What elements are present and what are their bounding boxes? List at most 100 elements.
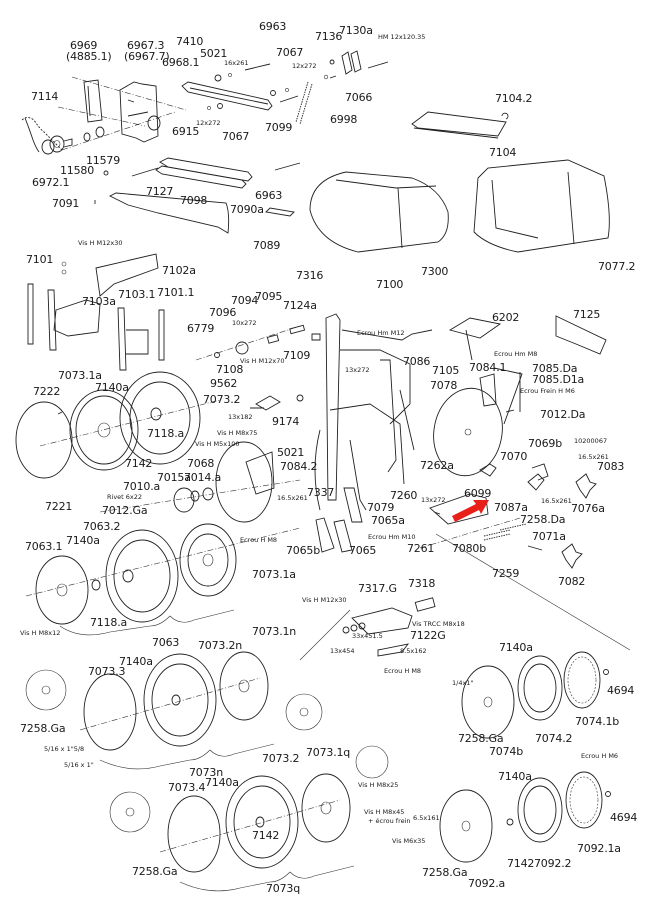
label-vis-m5x100: Vis H M5x100 xyxy=(195,440,240,448)
knob-7083 xyxy=(576,474,596,498)
label-6-5x161: 6.5x161 xyxy=(413,814,440,822)
label-11579: 11579 xyxy=(86,154,120,167)
label-7104-2: 7104.2 xyxy=(495,92,533,105)
red-arrow-indicator xyxy=(452,500,489,522)
label-7082: 7082 xyxy=(558,575,586,588)
label-7014-a: 7014.a xyxy=(184,471,222,484)
plate-7122g xyxy=(378,644,408,656)
label-7069b: 7069b xyxy=(528,437,562,450)
label-7261: 7261 xyxy=(407,542,435,555)
label-7118a-2: 7118.a xyxy=(90,616,128,629)
label-7101: 7101 xyxy=(26,253,54,266)
detail-hub-right-b xyxy=(356,746,388,778)
label-7076a: 7076a xyxy=(571,502,605,515)
pin-6963b xyxy=(275,163,300,170)
bar-7317-g xyxy=(352,608,412,634)
label-7073q: 7073q xyxy=(266,882,300,895)
label-7124a: 7124a xyxy=(283,299,317,312)
label-7300: 7300 xyxy=(421,265,449,278)
brace-7073n xyxy=(100,744,274,769)
spring-6998 xyxy=(296,82,312,124)
label-6915: 6915 xyxy=(172,125,200,138)
label-7086: 7086 xyxy=(403,355,431,368)
label-12x272: 12x272 xyxy=(292,62,317,70)
label-5021: 5021 xyxy=(200,47,228,60)
bolt-7012-da xyxy=(506,410,514,412)
label-7092-1a: 7092.1a xyxy=(577,842,621,855)
label-7140a-5: 7140a xyxy=(205,776,239,789)
plate-7073-3 xyxy=(84,674,136,750)
label-7136: 7136 xyxy=(315,30,343,43)
label-7063: 7063 xyxy=(152,636,180,649)
label-vis-m12x70: Vis H M12x70 xyxy=(240,357,285,365)
label-7099: 7099 xyxy=(265,121,293,134)
label-7073-1a-b: 7073.1a xyxy=(252,568,296,581)
bracket-7130a xyxy=(342,51,361,74)
label-7410: 7410 xyxy=(176,35,204,48)
springs-7259 xyxy=(484,524,526,540)
label-7260: 7260 xyxy=(390,489,418,502)
label-ecrou-m6: Ecrou H M6 xyxy=(581,752,619,760)
label-ecrou-m8: Ecrou Hm M8 xyxy=(494,350,538,358)
clip-7104-2 xyxy=(502,113,508,119)
label-16-5x261c: 16.5x261 xyxy=(541,497,572,505)
label-6963: 6963 xyxy=(259,20,287,33)
label-6967-3: 6967.3 xyxy=(127,39,165,52)
wheel-7073-1q xyxy=(302,774,350,842)
label-7130a: 7130a xyxy=(339,24,373,37)
label-7258-ga-1: 7258.Ga xyxy=(20,722,66,735)
label-7258-ga-4: 7258.Ga xyxy=(422,866,468,879)
label-7142: 7142 xyxy=(125,457,153,470)
label-ecrou-frein-m6: Ecrou Frein H M6 xyxy=(520,387,575,395)
brace-7063 xyxy=(60,610,234,635)
label-13x272: 13x272 xyxy=(345,366,370,374)
detail-hub-left-b xyxy=(110,792,150,832)
label-7142b: 7142 xyxy=(252,829,280,842)
label-7073-1n: 7073.1n xyxy=(252,625,297,638)
tire-7073-2n xyxy=(144,654,216,746)
label-ecrou-m8b: Ecrou H M8 xyxy=(240,536,278,544)
detail-hub-left xyxy=(26,670,66,710)
label-7073-2b: 7073.2 xyxy=(262,752,300,765)
label-7065: 7065 xyxy=(349,544,377,557)
clip-7124a xyxy=(312,334,320,340)
label-ecrou-frein: + écrou frein xyxy=(368,817,411,825)
label-7140a-3: 7140a xyxy=(119,655,153,668)
label-7083: 7083 xyxy=(597,460,625,473)
label-7087a: 7087a xyxy=(494,501,528,514)
bolt-hm12 xyxy=(368,62,388,68)
label-6972-1: 6972.1 xyxy=(32,176,70,189)
label-16x261: 16x261 xyxy=(224,59,249,67)
label-7065b: 7065b xyxy=(286,544,320,557)
wheel-7073-1a-b xyxy=(180,524,236,596)
label-7114: 7114 xyxy=(31,90,59,103)
clip-7089 xyxy=(266,208,294,216)
lever-7109 xyxy=(250,396,280,410)
plate-7073-4 xyxy=(168,796,220,872)
label-6202: 6202 xyxy=(492,311,520,324)
label-7127: 7127 xyxy=(146,185,174,198)
label-7102a: 7102a xyxy=(162,264,196,277)
label-7067b: 7067 xyxy=(222,130,250,143)
label-7100: 7100 xyxy=(376,278,404,291)
label-7108: 7108 xyxy=(216,363,244,376)
label-7015a: 7015a xyxy=(157,471,191,484)
label-7318: 7318 xyxy=(408,577,436,590)
label-7118a-1: 7118.a xyxy=(147,427,185,440)
label-vis-m8x25: Vis H M8x25 xyxy=(358,781,399,789)
label-7259: 7259 xyxy=(492,567,520,580)
label-7140a-1: 7140a xyxy=(95,381,129,394)
label-7125: 7125 xyxy=(573,308,601,321)
label-7258-ga-3: 7258.Ga xyxy=(132,865,178,878)
arm-7080b xyxy=(430,494,488,524)
label-7067: 7067 xyxy=(276,46,304,59)
cover-7090a xyxy=(110,193,229,233)
label-7074b: 7074b xyxy=(489,745,523,758)
label-9174: 9174 xyxy=(272,415,300,428)
label-13x272b: 13x272 xyxy=(421,496,446,504)
washer-11580 xyxy=(84,133,90,141)
label-7092-2: 7092.2 xyxy=(534,857,572,870)
label-7096: 7096 xyxy=(209,306,237,319)
nut-5021 xyxy=(215,75,221,81)
label-ecrou-m8c: Ecrou H M8 xyxy=(384,667,422,675)
